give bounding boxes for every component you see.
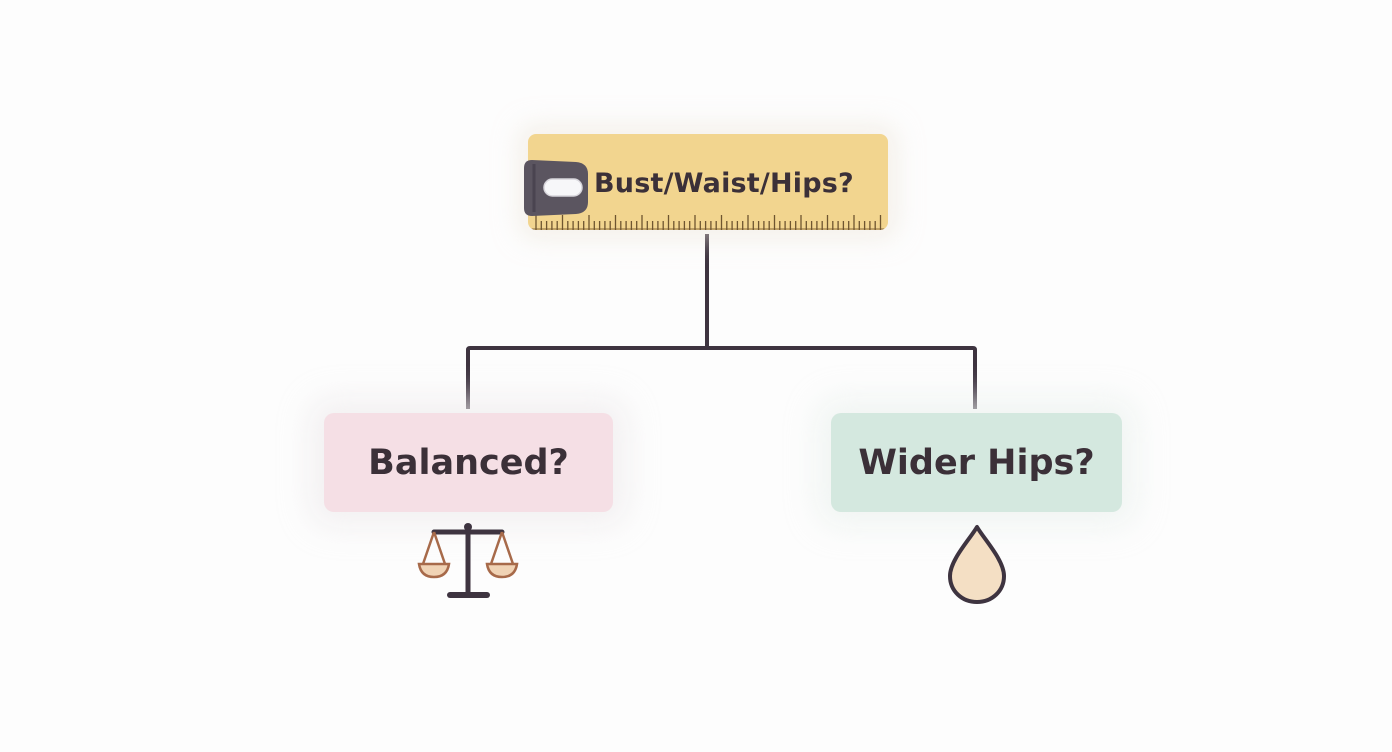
- junction-bar: [466, 346, 977, 409]
- balanced-node: Balanced?: [324, 413, 613, 512]
- measuring-tape-icon: [524, 160, 588, 216]
- balanced-label: Balanced?: [368, 442, 569, 483]
- wider-hips-node: Wider Hips?: [831, 413, 1122, 512]
- root-node: Bust/Waist/Hips?: [528, 134, 888, 230]
- ruler-ticks: [528, 215, 888, 230]
- root-label: Bust/Waist/Hips?: [594, 168, 854, 199]
- wider-hips-label: Wider Hips?: [858, 442, 1095, 483]
- balance-scale-icon: [417, 523, 519, 598]
- water-drop-icon: [948, 525, 1006, 604]
